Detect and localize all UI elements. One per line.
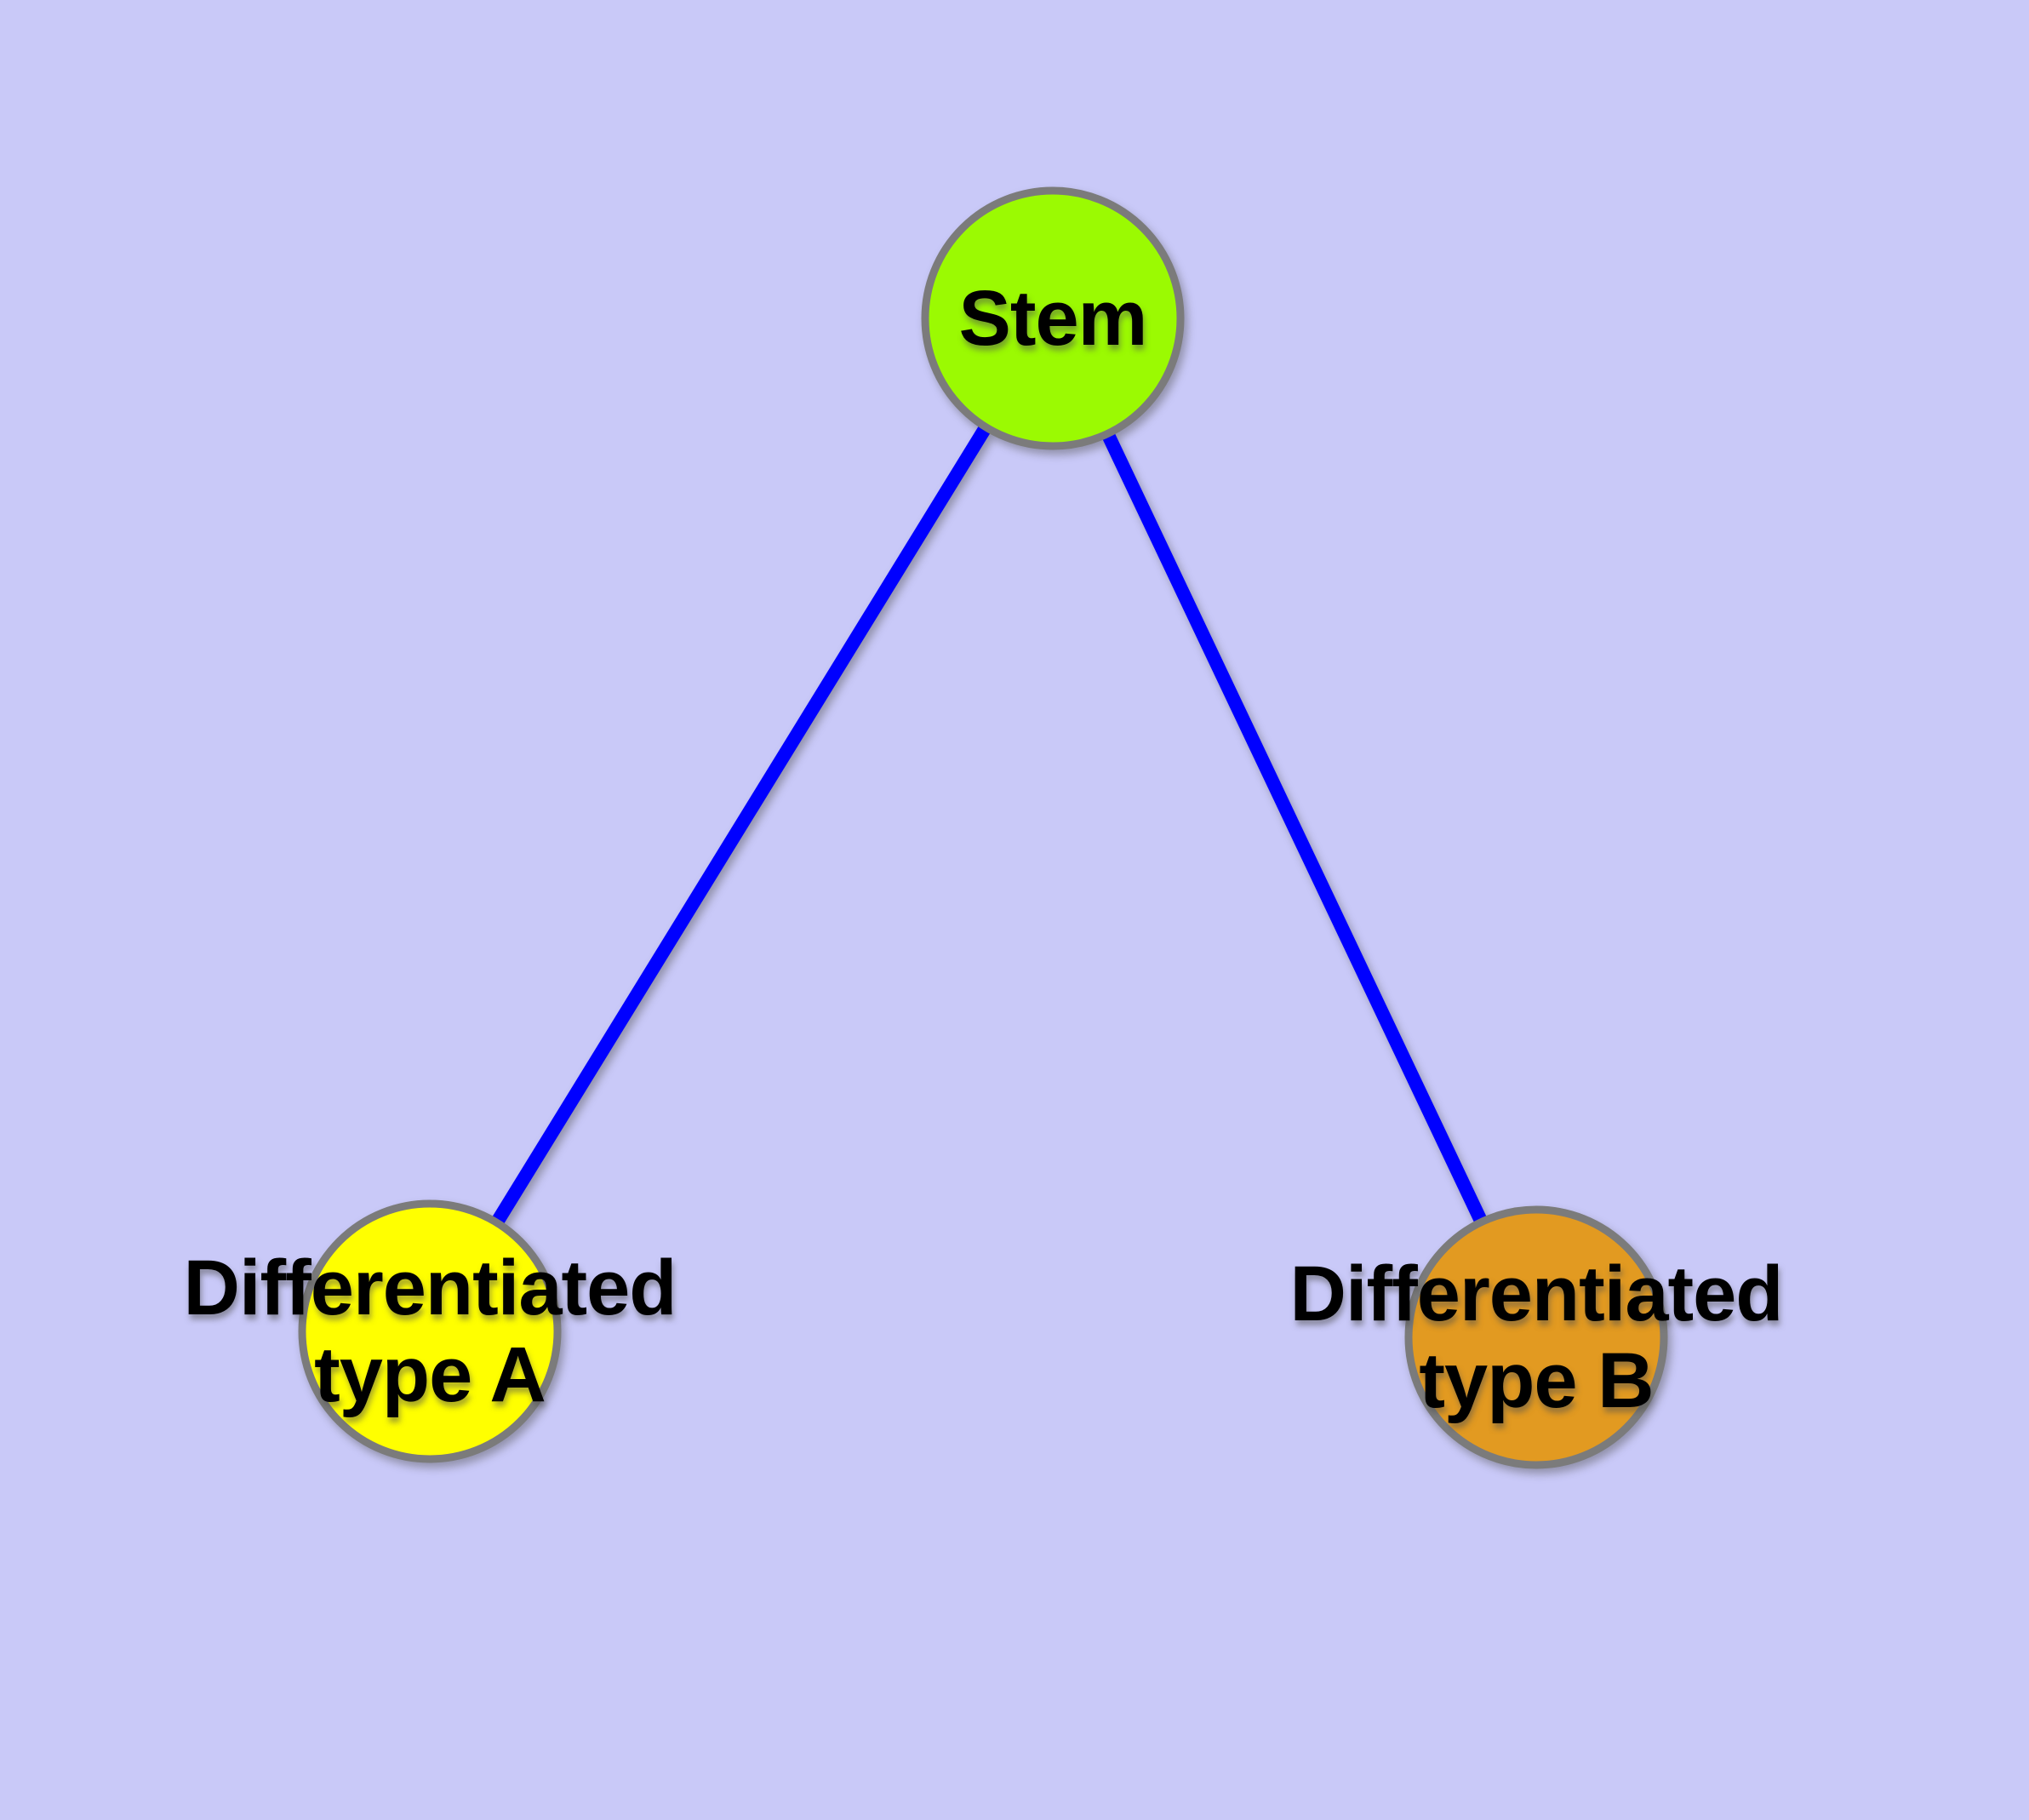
edge-stem-to-type-b: [1046, 315, 1543, 1341]
node-differentiated-type-a-circle: [298, 1199, 562, 1463]
node-label-differentiated-type-b-line1: Differentiated: [1289, 1251, 1784, 1337]
graph-layer: [298, 186, 1668, 1469]
node-label-differentiated-type-a-line1: Differentiated: [183, 1245, 677, 1331]
node-label-differentiated-type-a: Differentiated type A: [184, 1245, 677, 1418]
node-label-differentiated-type-b: Differentiated type B: [1289, 1251, 1784, 1424]
node-label-stem-text: Stem: [958, 275, 1148, 362]
node-label-differentiated-type-a-line2: type A: [314, 1331, 546, 1418]
edge-stem-to-type-a: [424, 314, 1059, 1336]
node-stem-circle: [921, 186, 1185, 450]
node-differentiated-type-b-circle: [1404, 1205, 1668, 1469]
node-label-stem: Stem: [958, 275, 1148, 362]
node-label-differentiated-type-b-line2: type B: [1419, 1337, 1654, 1424]
